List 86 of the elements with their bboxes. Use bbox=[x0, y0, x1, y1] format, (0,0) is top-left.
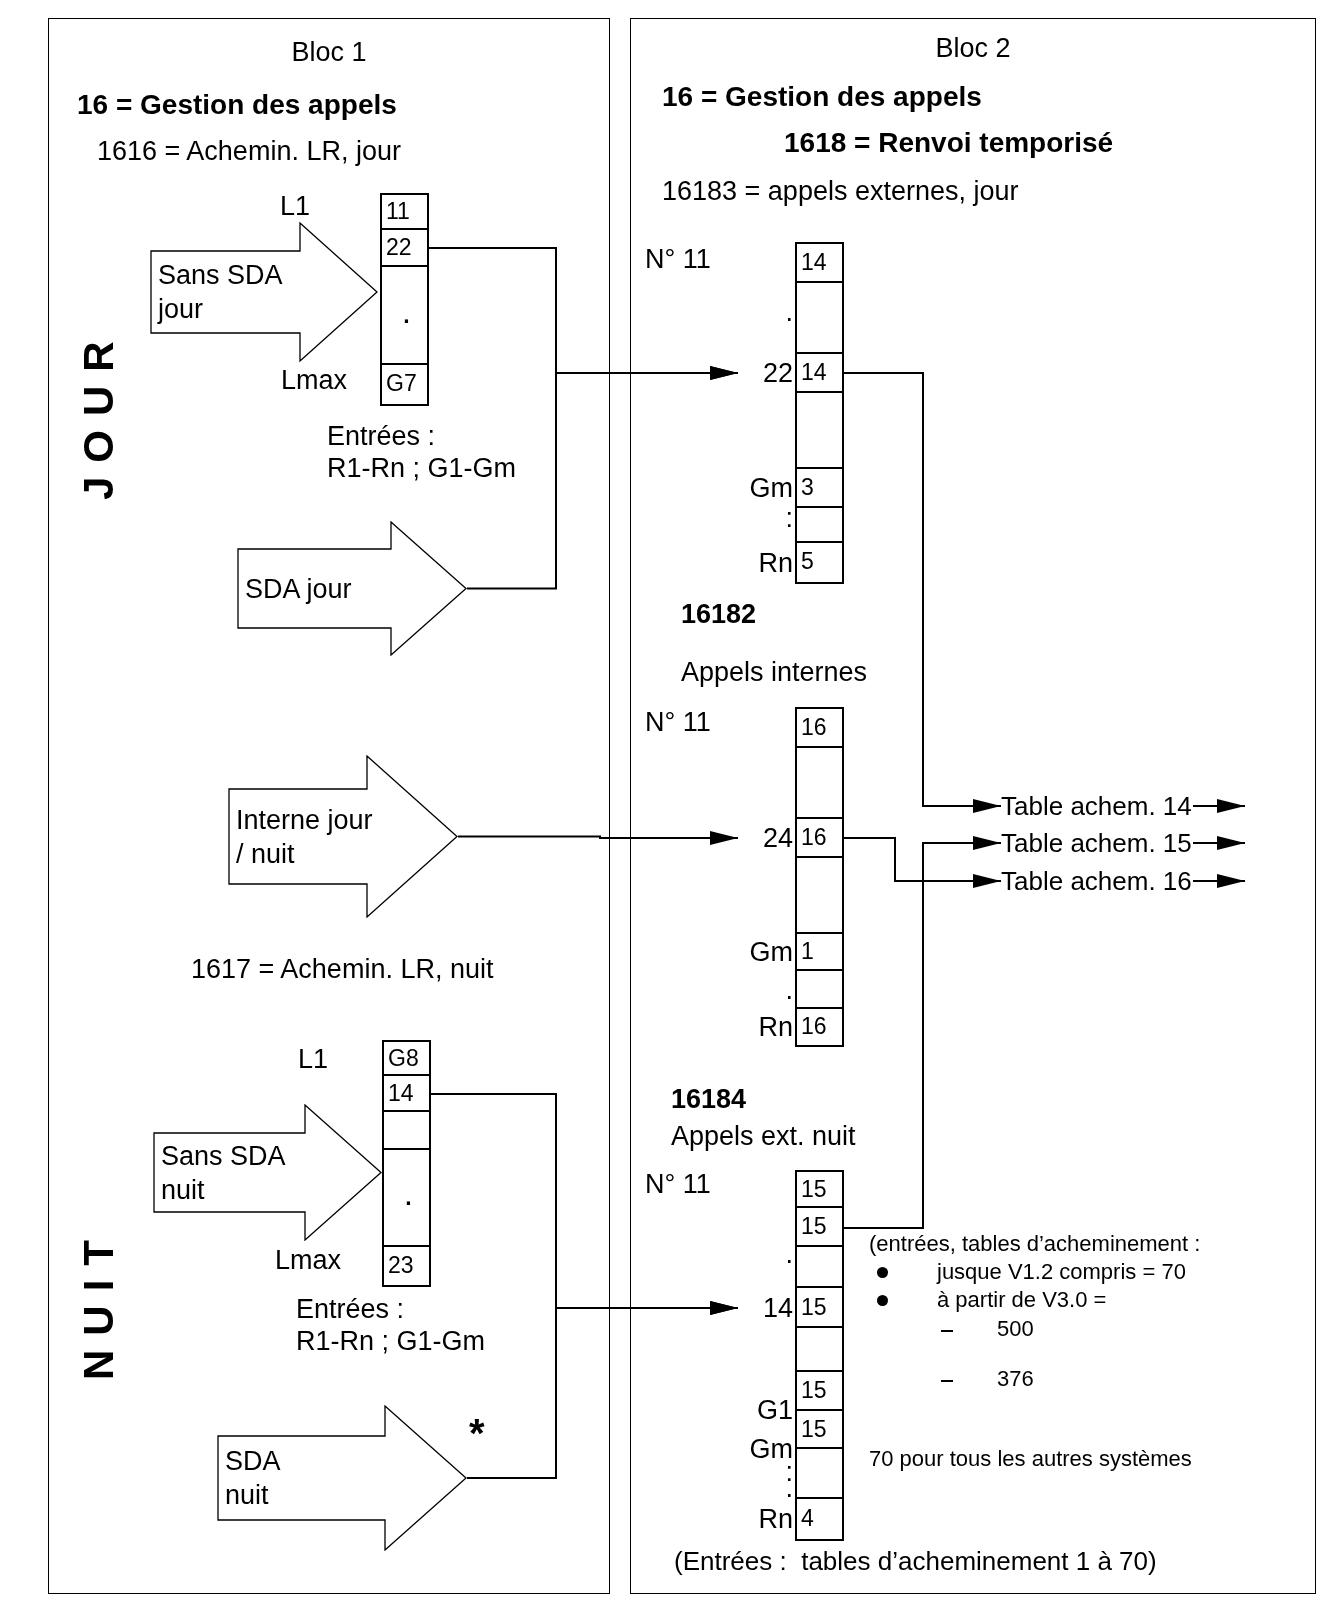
section-heading: 1618 = Renvoi temporisé bbox=[784, 126, 1114, 159]
section-heading: 16 = Gestion des appels bbox=[77, 88, 397, 121]
code-label: 1617 = Achemin. LR, nuit bbox=[191, 953, 494, 985]
table-cell: 14 bbox=[384, 1076, 429, 1112]
note-text: à partir de V3.0 = bbox=[937, 1287, 1107, 1313]
connector-arrow bbox=[1192, 799, 1246, 813]
connector-arrow bbox=[457, 831, 739, 845]
note-text: jusque V1.2 compris = 70 bbox=[937, 1259, 1186, 1285]
section-heading: 16 = Gestion des appels bbox=[662, 80, 982, 113]
table-cell: 14 bbox=[797, 354, 842, 393]
code-label: 16182 bbox=[681, 598, 757, 630]
connector-arrow bbox=[843, 372, 1002, 813]
table-cell-text: 23 bbox=[387, 1251, 415, 1280]
table-cell: 15 bbox=[797, 1172, 842, 1208]
note-text: 376 bbox=[997, 1366, 1034, 1392]
arrow-label: Sans SDA jour bbox=[158, 259, 283, 326]
arrow-label: SDA nuit bbox=[225, 1445, 281, 1512]
arrow-label: Interne jour / nuit bbox=[236, 803, 374, 871]
table-reference: Table achem. 14 bbox=[1001, 789, 1193, 823]
code-label: 16183 = appels externes, jour bbox=[662, 175, 1019, 207]
row-label: Gm bbox=[749, 1435, 793, 1463]
vertical-label: NUIT bbox=[77, 1225, 121, 1382]
row-label: 14 bbox=[762, 1294, 793, 1322]
panel-title: Bloc 2 bbox=[934, 33, 1012, 63]
table-cell: 15 bbox=[797, 1411, 842, 1449]
table-cell: 22 bbox=[382, 230, 427, 267]
table-cell: . bbox=[382, 267, 427, 365]
table-caption: Appels ext. nuit bbox=[671, 1120, 856, 1152]
section-panel bbox=[630, 18, 1316, 1594]
row-label: Rn bbox=[758, 1013, 793, 1041]
note-text: (entrées, tables d’acheminement : bbox=[869, 1231, 1201, 1257]
note-text: 70 pour tous les autres systèmes bbox=[869, 1446, 1192, 1472]
table-reference: Table achem. 15 bbox=[1001, 826, 1193, 860]
row-label: 24 bbox=[762, 824, 793, 852]
input-note: Entrées : R1-Rn ; G1-Gm bbox=[296, 1293, 487, 1357]
code-label: 16184 bbox=[671, 1083, 747, 1115]
vertical-label: JOUR bbox=[77, 326, 121, 503]
row-label: L1 bbox=[298, 1043, 329, 1075]
table-cell-text: 5 bbox=[800, 547, 815, 576]
table-cell-text: 4 bbox=[800, 1504, 815, 1533]
row-label: N° 11 bbox=[645, 1168, 711, 1200]
connector-arrow bbox=[466, 1301, 739, 1479]
row-label: N° 11 bbox=[645, 706, 711, 738]
row-label: N° 11 bbox=[645, 243, 711, 275]
table-cell: 15 bbox=[797, 1208, 842, 1247]
table-cell: . bbox=[384, 1150, 429, 1247]
row-label: . bbox=[785, 298, 793, 326]
table-cell: 15 bbox=[797, 1288, 842, 1328]
row-label: Gm bbox=[749, 938, 793, 966]
table-cell-text: 16 bbox=[800, 1012, 828, 1041]
asterisk-mark: * bbox=[469, 1413, 485, 1453]
row-label: Gm bbox=[749, 474, 793, 502]
input-note: Entrées : R1-Rn ; G1-Gm bbox=[327, 420, 518, 484]
table-cell: 14 bbox=[797, 244, 842, 283]
row-label: Rn bbox=[758, 1505, 793, 1533]
arrow-label: Sans SDA nuit bbox=[161, 1139, 286, 1207]
table-caption: Appels internes bbox=[681, 656, 868, 688]
table-cell: 16 bbox=[797, 819, 842, 858]
row-label: : bbox=[785, 504, 793, 532]
table-cell: 3 bbox=[797, 469, 842, 508]
code-label: 1616 = Achemin. LR, jour bbox=[97, 135, 401, 167]
row-label: . bbox=[785, 976, 793, 1004]
section-panel bbox=[48, 18, 610, 1594]
row-label: Rn bbox=[758, 549, 793, 577]
row-label: Lmax bbox=[281, 364, 348, 396]
panel-title: Bloc 1 bbox=[290, 37, 368, 67]
arrow-label: SDA jour bbox=[245, 572, 352, 606]
row-label: 22 bbox=[762, 359, 793, 387]
table-cell: G8 bbox=[384, 1042, 429, 1076]
table-cell: 11 bbox=[382, 195, 427, 230]
connector-arrow bbox=[843, 837, 1002, 888]
table-cell-text: G7 bbox=[385, 369, 418, 398]
connector-arrow bbox=[1192, 836, 1246, 850]
row-label: L1 bbox=[280, 190, 311, 222]
table-cell: 16 bbox=[797, 709, 842, 748]
connector-arrow bbox=[466, 366, 739, 590]
table-reference: Table achem. 16 bbox=[1001, 864, 1193, 898]
table-cell: 15 bbox=[797, 1372, 842, 1411]
table-cell: 1 bbox=[797, 934, 842, 971]
row-label: Lmax bbox=[275, 1244, 342, 1276]
note-text: 500 bbox=[997, 1316, 1034, 1342]
connector-arrow bbox=[843, 836, 1002, 1229]
footnote-text: (Entrées : tables d’acheminement 1 à 70) bbox=[674, 1546, 1157, 1577]
row-label: . bbox=[785, 1240, 793, 1268]
connector-arrow bbox=[1192, 874, 1246, 888]
row-label: G1 bbox=[756, 1396, 793, 1424]
